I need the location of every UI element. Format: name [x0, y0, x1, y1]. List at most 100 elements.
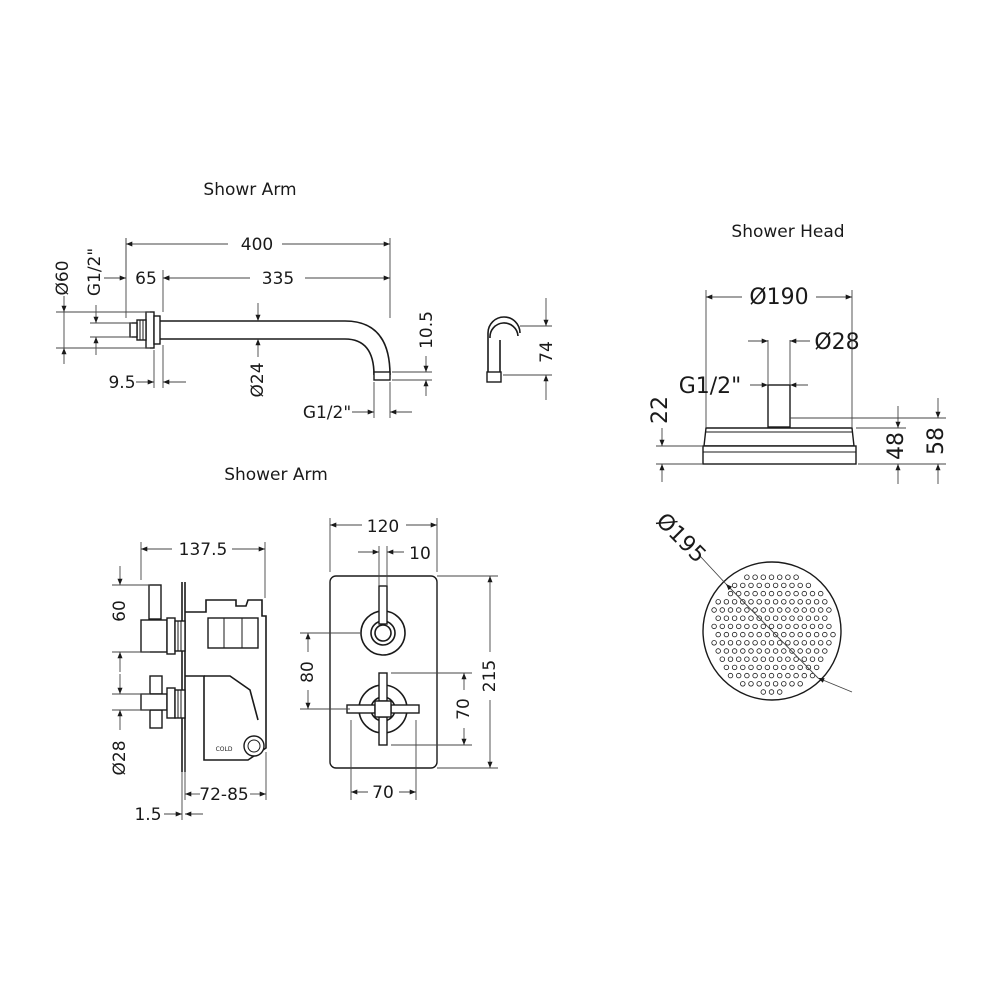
nozzle	[736, 607, 742, 613]
nozzle	[740, 664, 746, 671]
nozzle	[752, 607, 758, 613]
nozzle	[727, 640, 734, 646]
nozzle	[740, 648, 746, 654]
nozzle	[781, 664, 787, 671]
nozzle	[793, 607, 799, 613]
shower-arm-side-view	[486, 298, 552, 400]
nozzle	[764, 664, 771, 671]
nozzle	[723, 631, 730, 638]
nozzle	[740, 599, 746, 605]
nozzle	[793, 623, 799, 630]
nozzle	[740, 615, 746, 621]
nozzle	[809, 672, 816, 679]
nozzle	[768, 590, 775, 597]
nozzle	[768, 607, 775, 613]
nozzle	[781, 648, 787, 654]
nozzle	[740, 582, 746, 589]
nozzle	[789, 615, 795, 621]
dim-dia-28: Ø28	[814, 330, 859, 355]
dim-9-5: 9.5	[108, 373, 135, 393]
dim-10: 10	[409, 544, 431, 564]
nozzle	[826, 640, 832, 646]
nozzle	[822, 599, 828, 605]
dim-g12-bottom: G1/2"	[303, 403, 351, 423]
nozzle	[789, 631, 795, 638]
nozzle	[785, 656, 791, 662]
nozzle	[805, 664, 812, 671]
nozzle	[727, 623, 734, 630]
nozzle	[752, 672, 758, 679]
nozzle	[772, 615, 779, 621]
nozzle	[801, 607, 807, 613]
nozzle	[830, 631, 836, 638]
nozzle	[752, 590, 758, 597]
nozzle	[760, 656, 766, 662]
nozzle	[768, 623, 775, 630]
dim-215: 215	[480, 660, 500, 692]
dim-dia-190: Ø190	[749, 285, 808, 310]
nozzle	[727, 590, 734, 597]
nozzle	[785, 672, 791, 679]
nozzle	[785, 574, 791, 580]
nozzle	[760, 607, 766, 613]
nozzle	[764, 681, 771, 687]
dim-70-horizontal: 70	[372, 783, 394, 803]
nozzle	[781, 599, 787, 605]
nozzle	[744, 672, 750, 679]
dim-10-5: 10.5	[417, 311, 437, 349]
nozzle	[711, 623, 717, 630]
nozzle	[764, 615, 771, 621]
nozzle	[731, 664, 738, 671]
nozzle	[813, 631, 820, 638]
nozzle	[760, 672, 766, 679]
dim-137-5: 137.5	[179, 540, 228, 560]
nozzle	[781, 681, 787, 687]
nozzle	[719, 640, 725, 646]
nozzle	[777, 623, 783, 630]
dim-335: 335	[262, 269, 294, 289]
nozzle	[723, 648, 730, 654]
nozzle	[744, 607, 750, 613]
nozzle	[777, 640, 783, 646]
nozzle	[818, 607, 824, 613]
nozzle	[805, 615, 812, 621]
nozzle	[719, 656, 725, 662]
shower-arm-drawing	[56, 238, 432, 418]
nozzle	[719, 607, 725, 613]
shower-head-side-view	[656, 290, 946, 484]
dim-g12-left: G1/2"	[85, 248, 105, 296]
nozzle	[826, 607, 832, 613]
nozzle	[711, 607, 717, 613]
nozzle	[809, 623, 816, 630]
nozzle	[772, 582, 779, 589]
title-shower-head: Shower Head	[731, 222, 844, 242]
nozzle	[772, 681, 779, 687]
nozzle	[809, 640, 816, 646]
nozzle	[744, 590, 750, 597]
nozzle	[752, 623, 758, 630]
dim-dia-28-valve: Ø28	[110, 740, 130, 775]
dim-1-5: 1.5	[134, 805, 161, 825]
nozzle	[797, 631, 803, 638]
nozzle	[752, 574, 758, 580]
nozzle	[797, 664, 803, 671]
nozzle	[805, 631, 812, 638]
nozzle	[760, 623, 766, 630]
label-cold: COLD	[216, 746, 233, 753]
nozzle	[797, 681, 803, 687]
nozzle	[752, 656, 758, 662]
nozzle	[715, 648, 721, 654]
nozzle	[797, 599, 803, 605]
nozzle	[772, 599, 779, 605]
valve-front-view	[300, 518, 498, 800]
nozzle	[789, 681, 795, 687]
nozzle	[736, 640, 742, 646]
nozzle	[756, 631, 762, 638]
nozzle	[777, 672, 783, 679]
dim-48: 48	[884, 432, 909, 460]
nozzle	[764, 599, 771, 605]
nozzle	[813, 664, 820, 671]
nozzle	[781, 582, 787, 589]
nozzle	[768, 574, 775, 580]
nozzle	[736, 623, 742, 630]
